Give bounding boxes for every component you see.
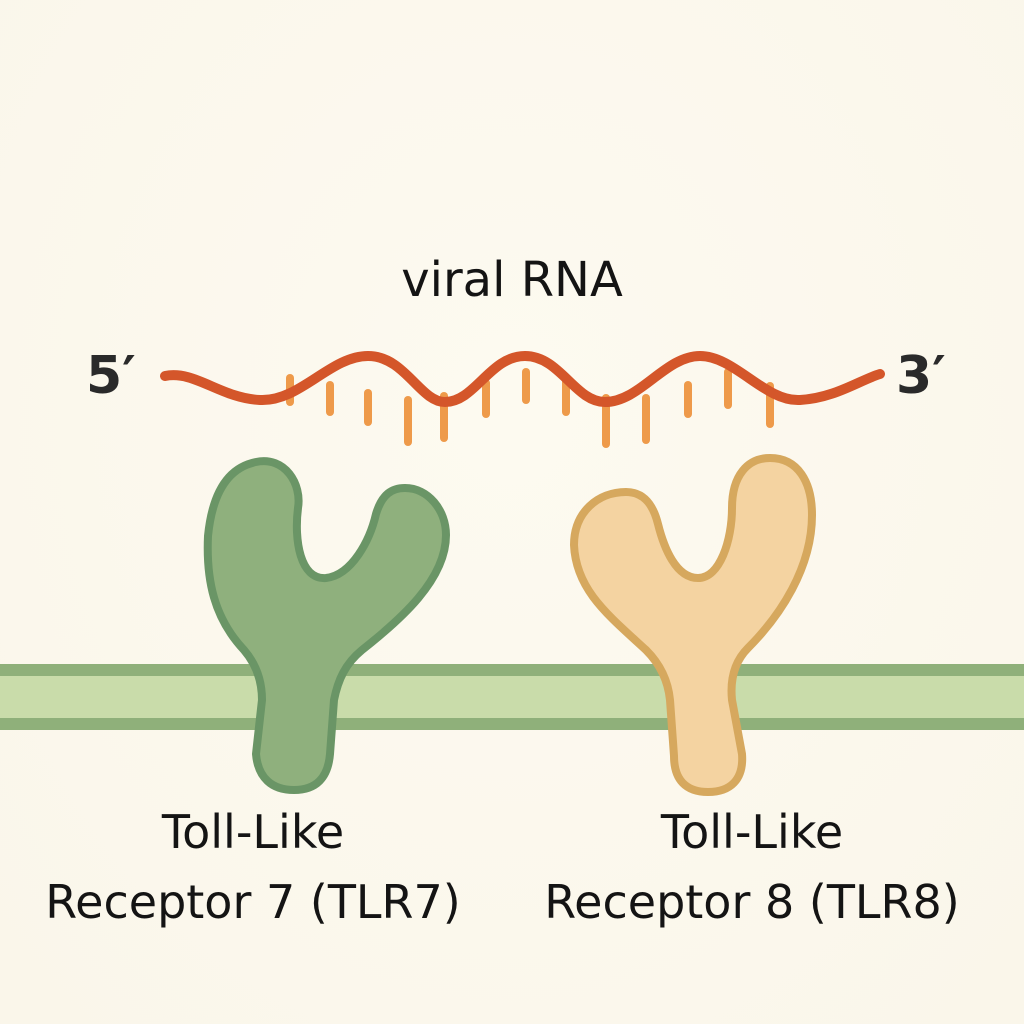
- tlr8-label-line1: Toll-Like: [660, 805, 844, 859]
- rna-backbone: [160, 350, 885, 408]
- tlr7-label-line2: Receptor 7 (TLR7): [45, 875, 461, 929]
- tlr8-receptor-shape: [570, 454, 816, 796]
- tlr8-label-line2: Receptor 8 (TLR8): [544, 875, 960, 929]
- tlr7-label-line1: Toll-Like: [161, 805, 345, 859]
- tlr7-receptor-shape: [203, 457, 450, 794]
- tlr8-label: Toll-Like Receptor 8 (TLR8): [512, 797, 992, 937]
- rna-3-prime-label: 3′: [896, 346, 946, 406]
- diagram-title: viral RNA: [401, 252, 623, 308]
- rna-bases: [286, 368, 774, 448]
- membrane-bottom-layer: [0, 718, 1024, 730]
- cell-membrane: [0, 664, 1024, 730]
- tlr7-label: Toll-Like Receptor 7 (TLR7): [18, 797, 488, 937]
- rna-5-prime-label: 5′: [86, 346, 136, 406]
- membrane-top-layer: [0, 664, 1024, 676]
